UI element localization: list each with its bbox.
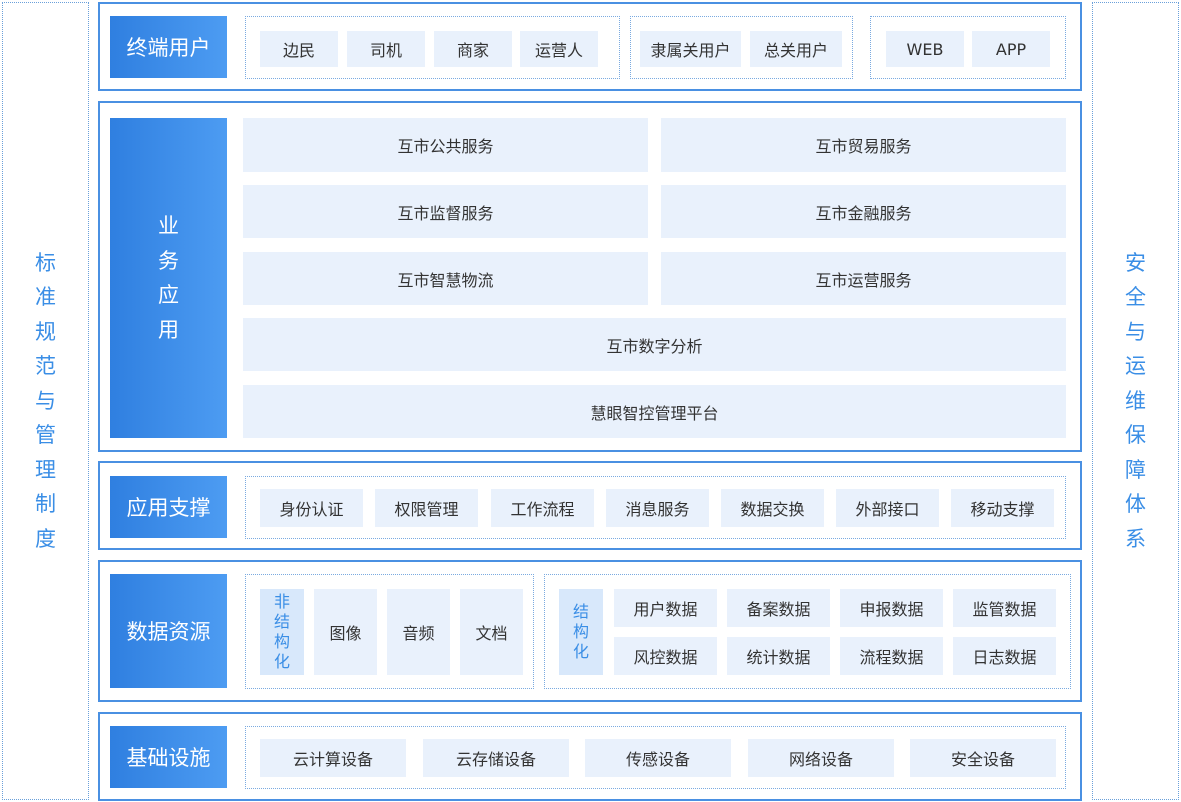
app-support-layer: 应用支撑 身份认证 权限管理 工作流程 消息服务 数据交换 外部接口 移动支撑: [98, 461, 1082, 550]
support-item: 工作流程: [491, 489, 594, 527]
infrastructure-group: 云计算设备 云存储设备 传感设备 网络设备 安全设备: [245, 726, 1066, 789]
infrastructure-layer: 基础设施 云计算设备 云存储设备 传感设备 网络设备 安全设备: [98, 712, 1082, 801]
infra-item: 传感设备: [585, 739, 731, 777]
unstructured-data-group: 非结构化 图像 音频 文档: [245, 574, 534, 689]
control-platform-item: 慧眼智控管理平台: [243, 385, 1066, 438]
structured-item: 统计数据: [727, 637, 830, 675]
infra-item: 云存储设备: [423, 739, 569, 777]
support-item: 移动支撑: [951, 489, 1054, 527]
unstructured-item: 图像: [314, 589, 377, 675]
support-item: 消息服务: [606, 489, 709, 527]
structured-item: 流程数据: [840, 637, 943, 675]
unstructured-item: 文档: [460, 589, 523, 675]
role-item: 边民: [260, 31, 338, 67]
business-apps-layer: 业务应用 互市公共服务 互市贸易服务 互市监督服务 互市金融服务 互市智慧物流 …: [98, 101, 1082, 452]
structured-item: 风控数据: [614, 637, 717, 675]
standards-panel: 标准规范与管理制度: [2, 2, 89, 800]
service-item: 互市运营服务: [661, 252, 1066, 305]
support-item: 数据交换: [721, 489, 824, 527]
infra-item: 安全设备: [910, 739, 1056, 777]
unstructured-item: 音频: [387, 589, 450, 675]
data-resources-title: 数据资源: [110, 574, 227, 688]
business-apps-title-text: 业务应用: [158, 214, 179, 342]
digital-analysis-item: 互市数字分析: [243, 318, 1066, 371]
structured-item: 日志数据: [953, 637, 1056, 675]
service-item: 互市智慧物流: [243, 252, 648, 305]
customs-user-item: 隶属关用户: [640, 31, 741, 67]
customs-user-item: 总关用户: [750, 31, 842, 67]
service-item: 互市公共服务: [243, 118, 648, 172]
support-item: 身份认证: [260, 489, 363, 527]
structured-item: 申报数据: [840, 589, 943, 627]
role-item: 运营人: [520, 31, 598, 67]
customs-users-group: 隶属关用户 总关用户: [630, 16, 853, 79]
security-ops-panel-label: 安全与运维保障体系: [1125, 250, 1146, 551]
role-item: 司机: [347, 31, 425, 67]
structured-item: 用户数据: [614, 589, 717, 627]
role-item: 商家: [434, 31, 512, 67]
data-resources-layer: 数据资源 非结构化 图像 音频 文档 结构化 用户数据 备案数据 申报数据 监管…: [98, 560, 1082, 702]
platform-item: WEB: [886, 31, 964, 67]
support-services-group: 身份认证 权限管理 工作流程 消息服务 数据交换 外部接口 移动支撑: [245, 476, 1066, 539]
infra-item: 云计算设备: [260, 739, 406, 777]
support-item: 外部接口: [836, 489, 939, 527]
structured-data-group: 结构化 用户数据 备案数据 申报数据 监管数据 风控数据 统计数据 流程数据 日…: [544, 574, 1071, 689]
structured-item: 备案数据: [727, 589, 830, 627]
standards-panel-label: 标准规范与管理制度: [35, 250, 56, 551]
service-item: 互市监督服务: [243, 185, 648, 238]
app-support-title: 应用支撑: [110, 476, 227, 538]
unstructured-label: 非结构化: [260, 589, 304, 675]
support-item: 权限管理: [375, 489, 478, 527]
platform-item: APP: [972, 31, 1050, 67]
structured-item: 监管数据: [953, 589, 1056, 627]
service-item: 互市金融服务: [661, 185, 1066, 238]
security-ops-panel: 安全与运维保障体系: [1092, 2, 1179, 800]
service-item: 互市贸易服务: [661, 118, 1066, 172]
platforms-group: WEB APP: [870, 16, 1066, 79]
terminal-users-title: 终端用户: [110, 16, 227, 78]
infra-item: 网络设备: [748, 739, 894, 777]
terminal-users-layer: 终端用户 边民 司机 商家 运营人 隶属关用户 总关用户 WEB APP: [98, 2, 1082, 91]
infrastructure-title: 基础设施: [110, 726, 227, 788]
business-apps-title: 业务应用: [110, 118, 227, 438]
user-roles-group: 边民 司机 商家 运营人: [245, 16, 620, 79]
structured-label: 结构化: [559, 589, 603, 675]
